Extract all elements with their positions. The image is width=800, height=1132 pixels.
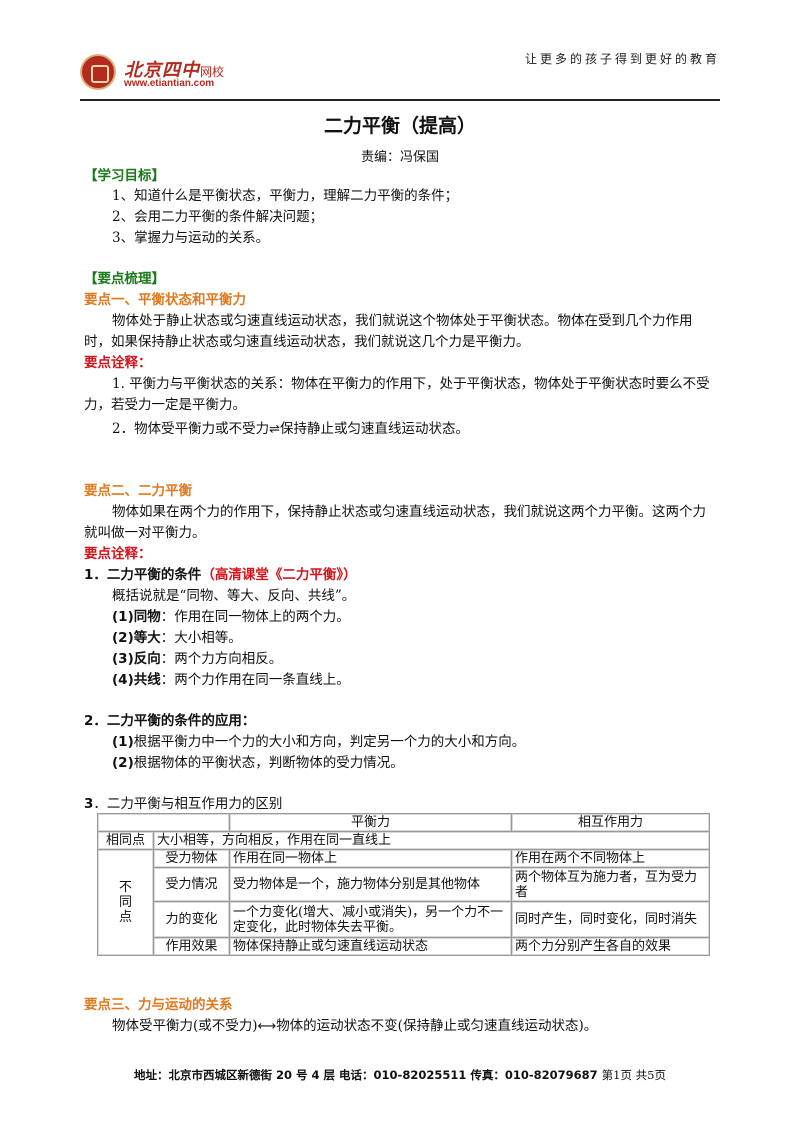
- slogan: 让更多的孩子得到更好的教育: [524, 52, 720, 66]
- table-cell: 一个力变化(增大、减小或消失)，另一个力不一定变化，此时物体失去平衡。: [229, 901, 512, 938]
- row-label: 受力情况: [153, 867, 230, 902]
- footer-address: 地址：北京市西城区新德街 20 号 4 层 电话：010-82025511 传真…: [134, 1068, 598, 1082]
- application-item: (1)根据平衡力中一个力的大小和方向，判定另一个力的大小和方向。: [112, 734, 526, 750]
- table-cell: 大小相等，方向相反，作用在同一直线上: [153, 831, 710, 850]
- table-cell: 同时产生，同时变化，同时消失: [511, 901, 710, 938]
- table-cell: 物体保持静止或匀速直线运动状态: [229, 937, 512, 956]
- table-row: 受力情况 受力物体是一个，施力物体分别是其他物体 两个物体互为施力者，互为受力者: [98, 867, 710, 902]
- paragraph-line: 1. 平衡力与平衡状态的关系：物体在平衡力的作用下，处于平衡状态，物体处于平衡状…: [112, 376, 710, 392]
- equilibrium-arrow-icon: ⇌: [269, 422, 280, 437]
- video-link[interactable]: （高清课堂《二力平衡》）: [201, 567, 357, 583]
- page-title: 二力平衡（提高）: [323, 115, 476, 137]
- condition-item: (2)等大：大小相等。: [112, 630, 242, 646]
- condition-item: (1)同物：作用在同一物体上的两个力。: [112, 609, 350, 625]
- double-arrow-icon: ⟷: [257, 1019, 277, 1034]
- editor-credit: 责编：冯保国: [360, 150, 439, 165]
- table-row: 作用效果 物体保持静止或匀速直线运动状态 两个力分别产生各自的效果: [98, 937, 710, 956]
- application-heading: 2．二力平衡的条件的应用：: [84, 713, 256, 729]
- goal-item: 1、知道什么是平衡状态，平衡力，理解二力平衡的条件；: [112, 188, 459, 204]
- table-cell: 受力物体是一个，施力物体分别是其他物体: [229, 867, 512, 902]
- paragraph-line: 时，如果保持静止状态或匀速直线运动状态，我们就说这几个力是平衡力。: [84, 334, 530, 350]
- table-row: 相同点 大小相等，方向相反，作用在同一直线上: [97, 831, 710, 850]
- note-heading: 要点诠释：: [84, 546, 152, 562]
- paragraph-line: 概括说就是“同物、等大、反向、共线”。: [112, 588, 356, 604]
- page-number: 第1页 共5页: [601, 1068, 666, 1082]
- row-header: 不 同 点: [97, 849, 154, 956]
- emblem-icon: [80, 54, 116, 90]
- point1-heading: 要点一、平衡状态和平衡力: [84, 292, 246, 308]
- page-header: 北京四中网校 www.etiantian.com 让更多的孩子得到更好的教育: [80, 44, 720, 100]
- table-cell: 两个力分别产生各自的效果: [511, 937, 710, 956]
- paragraph-line: 物体受平衡力(或不受力)⟷物体的运动状态不变(保持静止或匀速直线运动状态)。: [112, 1016, 597, 1037]
- column-header: 平衡力: [229, 813, 512, 832]
- table-header-row: 平衡力 相互作用力: [97, 813, 710, 832]
- logo-url: www.etiantian.com: [124, 78, 215, 89]
- column-header: 相互作用力: [511, 813, 710, 832]
- row-label: 力的变化: [153, 901, 230, 938]
- difference-heading: 3．二力平衡与相互作用力的区别: [84, 796, 283, 812]
- row-header: 相同点: [97, 831, 154, 850]
- points-heading: 【要点梳理】: [84, 271, 165, 287]
- paragraph-line: 力，若受力一定是平衡力。: [84, 397, 246, 413]
- logo-name: 北京四中: [124, 60, 200, 80]
- application-item: (2)根据物体的平衡状态，判断物体的受力情况。: [112, 755, 404, 771]
- paragraph-line: 2．物体受平衡力或不受力⇌保持静止或匀速直线运动状态。: [112, 419, 469, 440]
- goal-item: 2、会用二力平衡的条件解决问题；: [112, 209, 324, 225]
- school-logo: 北京四中网校 www.etiantian.com: [80, 54, 340, 98]
- row-label: 受力物体: [153, 849, 230, 868]
- table-row: 不 同 点 受力物体 作用在同一物体上 作用在两个不同物体上: [97, 849, 710, 956]
- note-heading: 要点诠释：: [84, 355, 152, 371]
- condition-item: (4)共线：两个力作用在同一条直线上。: [112, 672, 350, 688]
- comparison-table: 平衡力 相互作用力 相同点 大小相等，方向相反，作用在同一直线上 不 同 点 受…: [97, 813, 710, 956]
- paragraph-line: 就叫做一对平衡力。: [84, 525, 206, 541]
- condition-item: (3)反向：两个力方向相反。: [112, 651, 283, 667]
- point3-heading: 要点三、力与运动的关系: [84, 997, 233, 1013]
- condition-heading: 1．二力平衡的条件（高清课堂《二力平衡》）: [84, 567, 357, 583]
- paragraph-line: 物体如果在两个力的作用下，保持静止状态或匀速直线运动状态，我们就说这两个力平衡。…: [112, 504, 706, 520]
- goals-heading: 【学习目标】: [84, 168, 165, 184]
- table-cell: 作用在两个不同物体上: [511, 849, 710, 868]
- logo-suffix: 网校: [200, 65, 225, 79]
- header-divider: [80, 99, 720, 101]
- point2-heading: 要点二、二力平衡: [84, 483, 192, 499]
- table-row: 力的变化 一个力变化(增大、减小或消失)，另一个力不一定变化，此时物体失去平衡。…: [98, 901, 710, 938]
- paragraph-line: 物体处于静止状态或匀速直线运动状态，我们就说这个物体处于平衡状态。物体在受到几个…: [112, 313, 693, 329]
- goal-item: 3、掌握力与运动的关系。: [112, 230, 270, 246]
- table-cell: 两个物体互为施力者，互为受力者: [511, 867, 710, 902]
- page-footer: 地址：北京市西城区新德街 20 号 4 层 电话：010-82025511 传真…: [0, 1067, 800, 1083]
- table-cell: 作用在同一物体上: [229, 849, 512, 868]
- table-corner-cell: [97, 813, 230, 832]
- row-label: 作用效果: [153, 937, 230, 956]
